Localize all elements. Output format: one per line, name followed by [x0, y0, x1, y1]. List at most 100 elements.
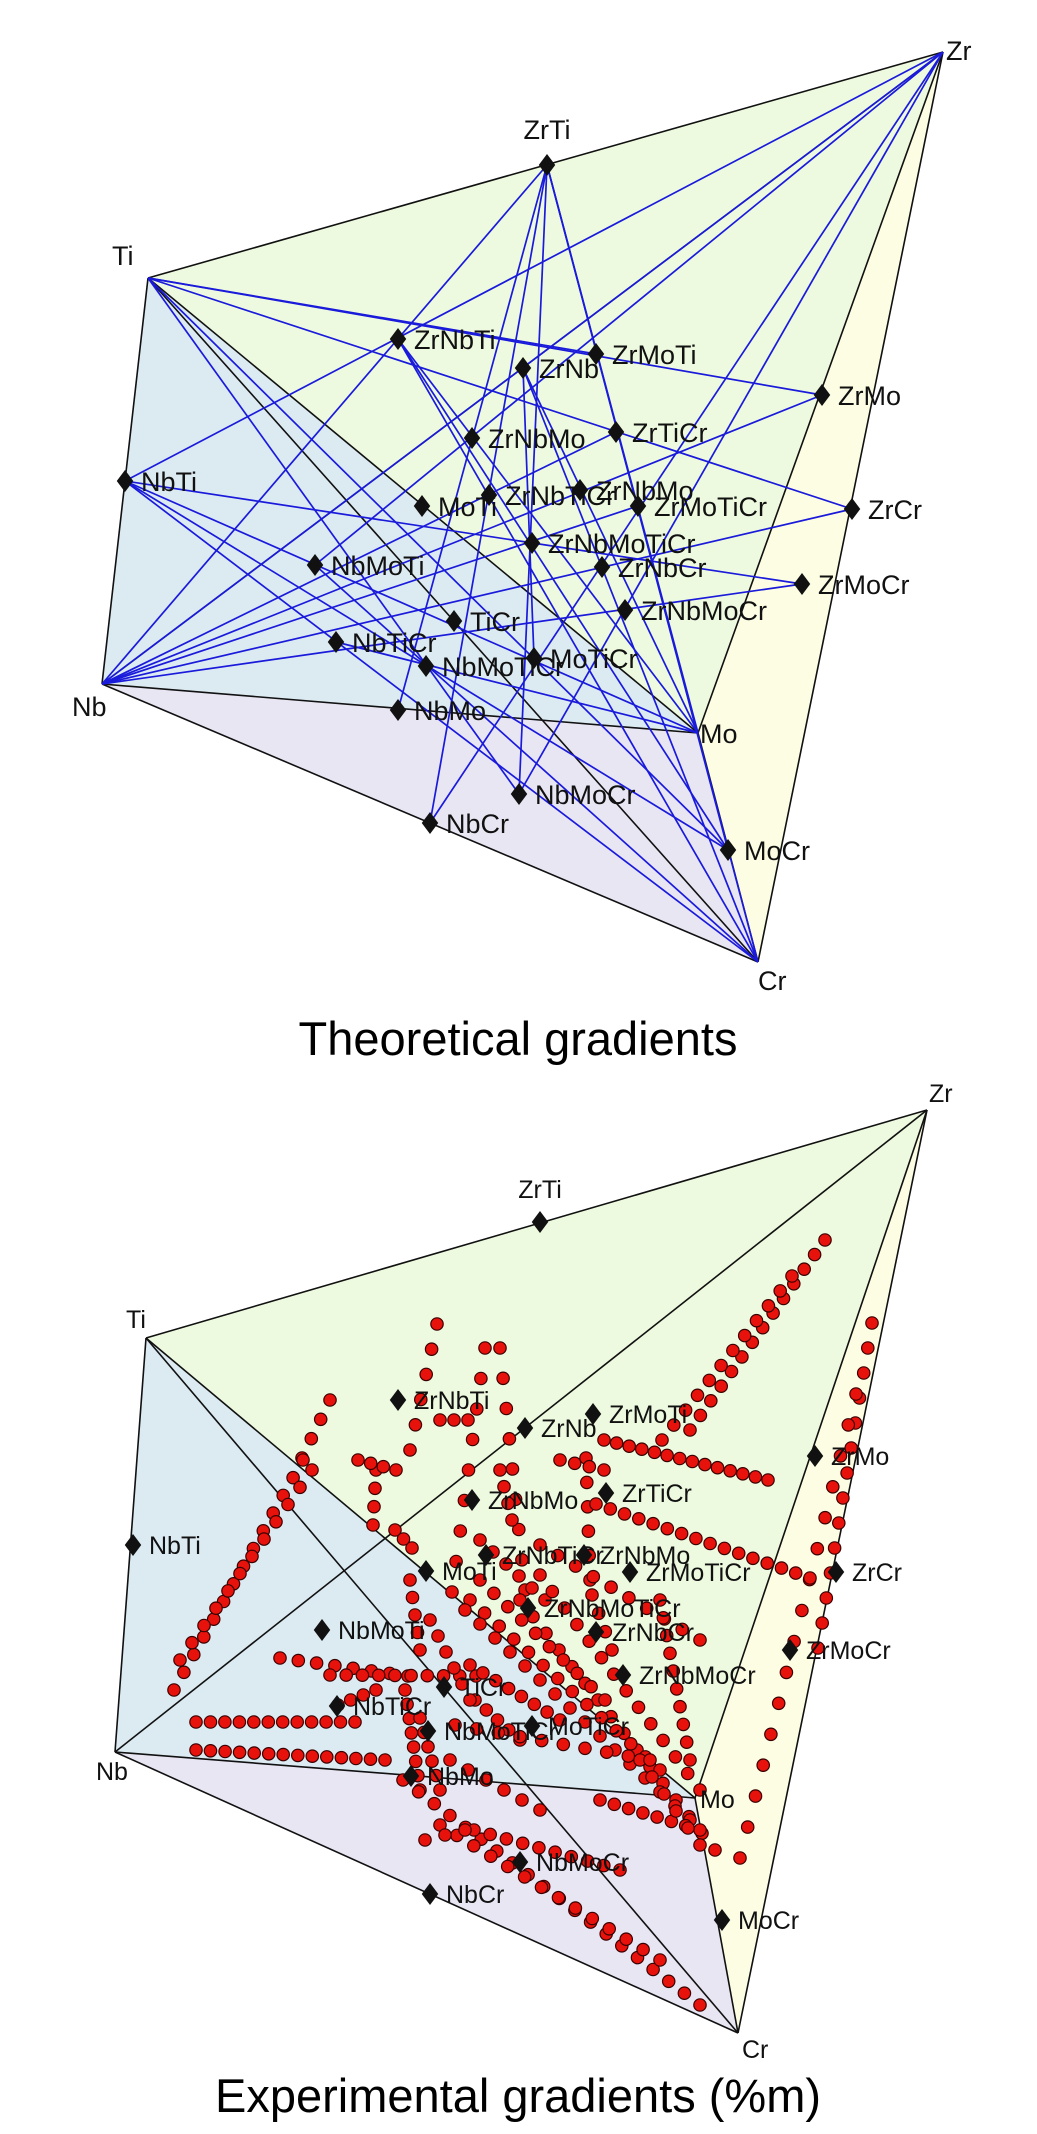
vertex-label-nb: Nb — [72, 692, 107, 722]
experimental-point — [396, 1532, 411, 1546]
experimental-point — [488, 1631, 502, 1645]
composition-marker — [719, 839, 737, 861]
experimental-point — [203, 1744, 218, 1758]
experimental-point — [430, 1317, 444, 1331]
experimental-point — [666, 1664, 681, 1678]
experimental-point — [788, 1566, 803, 1580]
experimental-point — [548, 1845, 562, 1859]
experimental-point — [167, 1683, 181, 1697]
experimental-point — [473, 1573, 487, 1587]
experimental-point — [660, 1521, 675, 1536]
composition-label: ZrNbTi — [414, 1387, 489, 1415]
experimental-point — [580, 1854, 595, 1868]
gradient-line — [124, 480, 803, 585]
gradient-line — [314, 51, 944, 566]
experimental-point — [677, 1986, 692, 2000]
experimental-point — [609, 1724, 623, 1738]
experimental-point — [367, 1499, 381, 1514]
experimental-point — [405, 1541, 419, 1555]
composition-label: ZrMoTi — [612, 340, 696, 370]
experimental-point — [203, 1715, 218, 1729]
experimental-point — [693, 1633, 707, 1647]
composition-marker — [511, 1851, 529, 1873]
experimental-point — [825, 1480, 840, 1494]
composition-label: TiCr — [460, 1674, 506, 1702]
experimental-point — [647, 1445, 662, 1460]
experimental-point — [433, 1413, 447, 1427]
experimental-point — [443, 1808, 457, 1823]
experimental-point — [774, 1561, 789, 1575]
experimental-point — [488, 1673, 503, 1688]
experimental-point — [693, 1998, 707, 2012]
vertex-label-zr: Zr — [929, 1080, 953, 1108]
experimental-point — [189, 1715, 203, 1729]
experimental-point — [463, 1693, 477, 1707]
experimental-point — [534, 1733, 549, 1748]
composition-marker — [419, 1720, 437, 1742]
experimental-point — [463, 1658, 477, 1672]
experimental-point — [594, 1710, 609, 1725]
experimental-point — [819, 1591, 834, 1605]
experimental-point — [286, 1470, 300, 1485]
experimental-point — [779, 1665, 794, 1680]
gradient-line — [518, 164, 548, 795]
experimental-point — [556, 1737, 571, 1752]
experimental-point — [334, 1750, 349, 1765]
composition-marker — [793, 573, 811, 595]
experimental-point — [247, 1715, 261, 1729]
composition-label: ZrMoTiCr — [646, 1559, 751, 1587]
experimental-point — [403, 1573, 417, 1587]
experimental-point — [746, 1551, 760, 1566]
experimental-point — [737, 1328, 752, 1343]
composition-marker — [421, 812, 439, 834]
composition-marker — [124, 1534, 142, 1556]
composition-marker — [313, 1619, 331, 1641]
composition-marker — [327, 631, 345, 653]
experimental-point — [621, 1801, 636, 1816]
experimental-point — [408, 1418, 423, 1432]
experimental-point — [756, 1758, 770, 1772]
experimental-point — [653, 1953, 667, 1967]
experimental-point — [458, 1603, 472, 1617]
gradient-line — [314, 564, 759, 963]
experimental-point — [693, 1408, 708, 1423]
experimental-point — [461, 1463, 476, 1477]
experimental-point — [371, 1668, 386, 1683]
experimental-point — [479, 1703, 494, 1717]
experimental-point — [403, 1443, 417, 1457]
composition-marker — [463, 1489, 481, 1511]
experimental-point — [740, 1820, 755, 1834]
composition-label: TiCr — [470, 607, 520, 637]
experimental-point — [388, 1523, 402, 1537]
experimental-point — [607, 1797, 622, 1812]
composition-label: ZrCr — [852, 1559, 902, 1587]
experimental-point — [478, 1341, 492, 1355]
face-zr-ti-mo — [146, 1110, 927, 1798]
experimental-point — [748, 1470, 763, 1484]
composition-label: NbTiCr — [352, 628, 437, 658]
experimental-point — [500, 1859, 515, 1874]
experimental-point — [257, 1532, 271, 1546]
experimental-point — [553, 1713, 567, 1727]
composition-marker — [421, 1883, 439, 1905]
experimental-point — [447, 1661, 461, 1675]
experimental-point — [565, 1684, 580, 1699]
experimental-point — [499, 1401, 514, 1416]
experimental-point — [405, 1590, 420, 1605]
gradient-line — [397, 338, 729, 851]
experimental-point — [247, 1746, 261, 1760]
experimental-point — [404, 1668, 418, 1683]
experimental-point — [589, 1497, 603, 1511]
composition-label: ZrMo — [831, 1443, 889, 1471]
experimental-point — [865, 1316, 879, 1330]
experimental-point — [218, 1744, 232, 1759]
panel-caption: Theoretical gradients — [299, 1012, 738, 1065]
experimental-point — [553, 1453, 567, 1467]
experimental-point — [410, 1625, 425, 1640]
experimental-point — [424, 1342, 439, 1356]
experimental-point — [807, 1247, 822, 1262]
experimental-point — [619, 1684, 633, 1698]
composition-marker — [435, 1676, 453, 1698]
experimental-point — [556, 1653, 571, 1667]
